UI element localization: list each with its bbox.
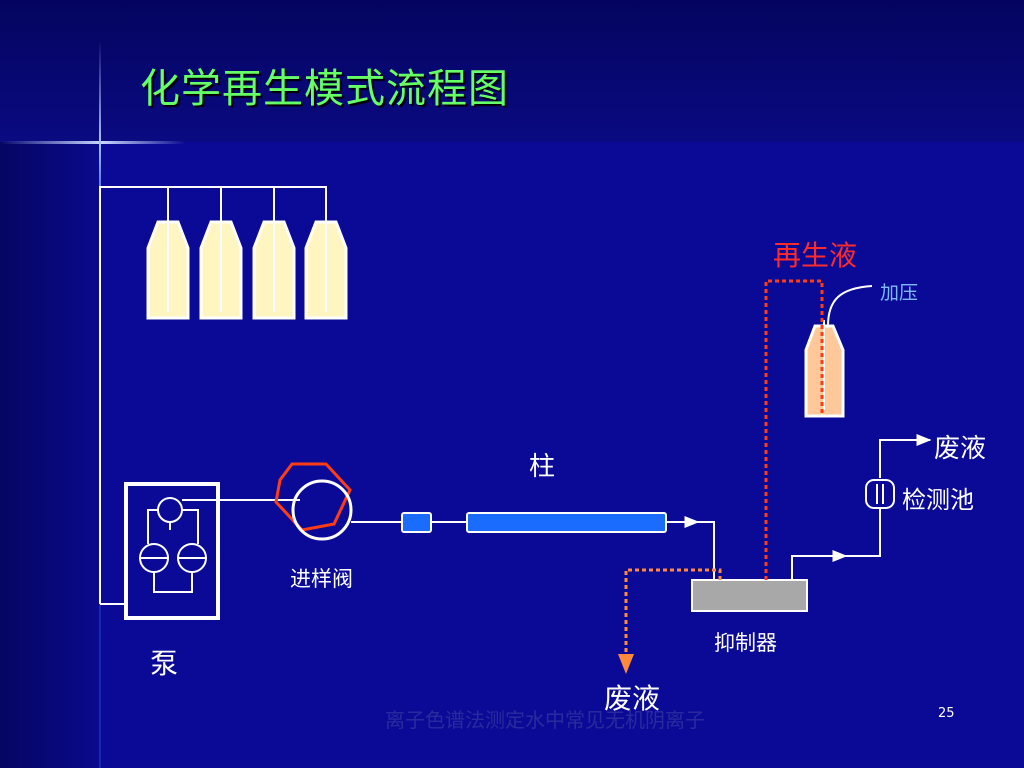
analytical-column xyxy=(466,512,667,533)
eluent-bottle-4 xyxy=(304,214,348,320)
left-band xyxy=(0,142,98,768)
eluent-bottle-3 xyxy=(252,214,296,320)
regenerant-bottle xyxy=(804,285,873,418)
detector-cell-label: 检测池 xyxy=(902,486,974,514)
injection-valve xyxy=(274,462,353,541)
waste-label-bottom: 废液 xyxy=(604,682,661,715)
detector-cell xyxy=(865,479,895,509)
suppressor-label: 抑制器 xyxy=(714,631,777,655)
decor-horizontal-line xyxy=(0,141,185,144)
regenerant-waste-path xyxy=(618,568,722,674)
title-band xyxy=(0,0,1024,142)
regenerant-path xyxy=(764,279,824,580)
injection-valve-label: 进样阀 xyxy=(290,567,353,591)
page-number: 25 xyxy=(938,706,955,721)
slide-footer: 离子色谱法测定水中常见无机阴离子 xyxy=(385,708,705,732)
pump-box xyxy=(100,482,220,620)
column-label: 柱 xyxy=(529,452,556,482)
slide-title: 化学再生模式流程图 xyxy=(140,66,509,112)
eluent-bottle-1 xyxy=(146,214,190,320)
pressurize-label: 加压 xyxy=(880,282,919,304)
eluent-bottle-2 xyxy=(199,214,243,320)
pump-label: 泵 xyxy=(150,647,179,680)
guard-column xyxy=(401,512,432,533)
column-train xyxy=(351,521,715,580)
waste-label-top: 废液 xyxy=(934,434,987,464)
suppressor-block xyxy=(691,579,808,612)
regenerant-label: 再生液 xyxy=(773,239,858,272)
